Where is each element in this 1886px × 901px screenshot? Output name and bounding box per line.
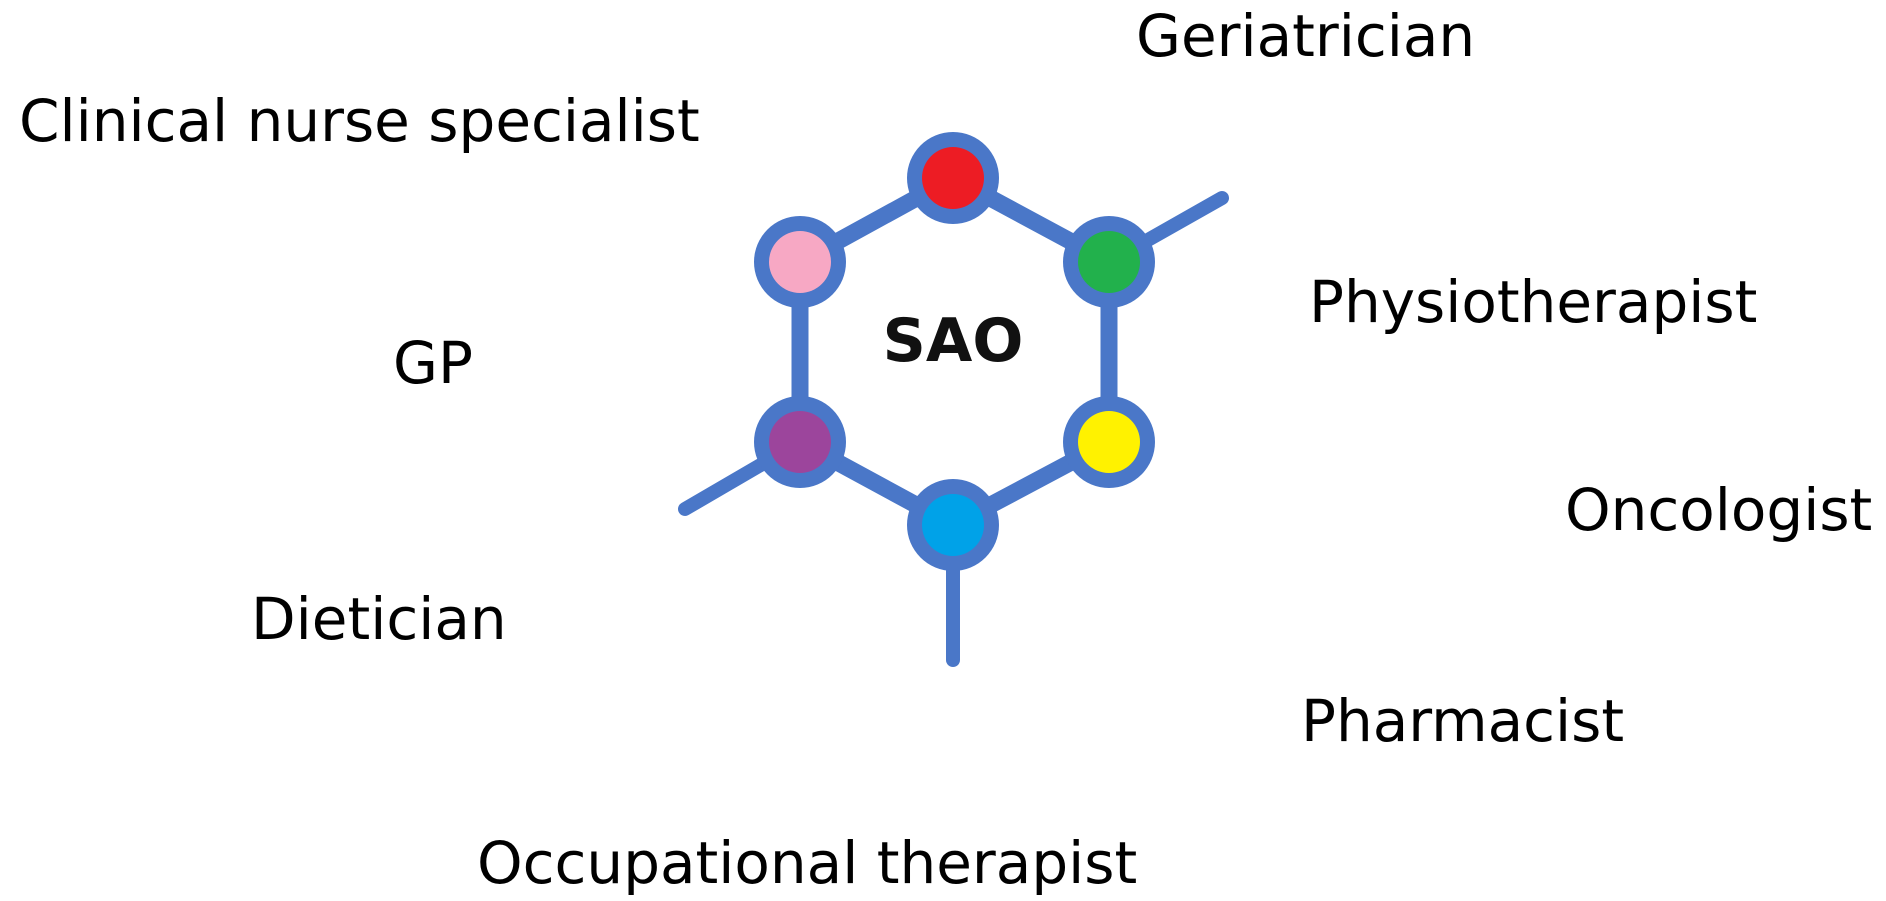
node-top-fill (922, 147, 984, 209)
node-lower-left-fill (769, 411, 831, 473)
role-label-oncologist: Oncologist (1565, 476, 1873, 544)
role-label-physiotherapist: Physiotherapist (1309, 268, 1758, 336)
node-upper-left-fill (769, 231, 831, 293)
node-upper-left (754, 216, 846, 308)
role-label-geriatrician: Geriatrician (1136, 2, 1476, 70)
node-lower-right-fill (1078, 411, 1140, 473)
node-lower-right (1063, 396, 1155, 488)
node-bottom (907, 479, 999, 571)
node-lower-left (754, 396, 846, 488)
node-upper-right-fill (1078, 231, 1140, 293)
role-label-gp: GP (393, 329, 473, 397)
role-label-occupational-therapist: Occupational therapist (477, 829, 1138, 897)
hub-nodes (754, 132, 1155, 571)
node-top (907, 132, 999, 224)
hub-center-label: SAO (883, 306, 1024, 376)
role-label-dietician: Dietician (251, 585, 507, 653)
role-label-clinical-nurse-specialist: Clinical nurse specialist (19, 87, 700, 155)
node-bottom-fill (922, 494, 984, 556)
node-upper-right (1063, 216, 1155, 308)
role-label-pharmacist: Pharmacist (1301, 687, 1625, 755)
